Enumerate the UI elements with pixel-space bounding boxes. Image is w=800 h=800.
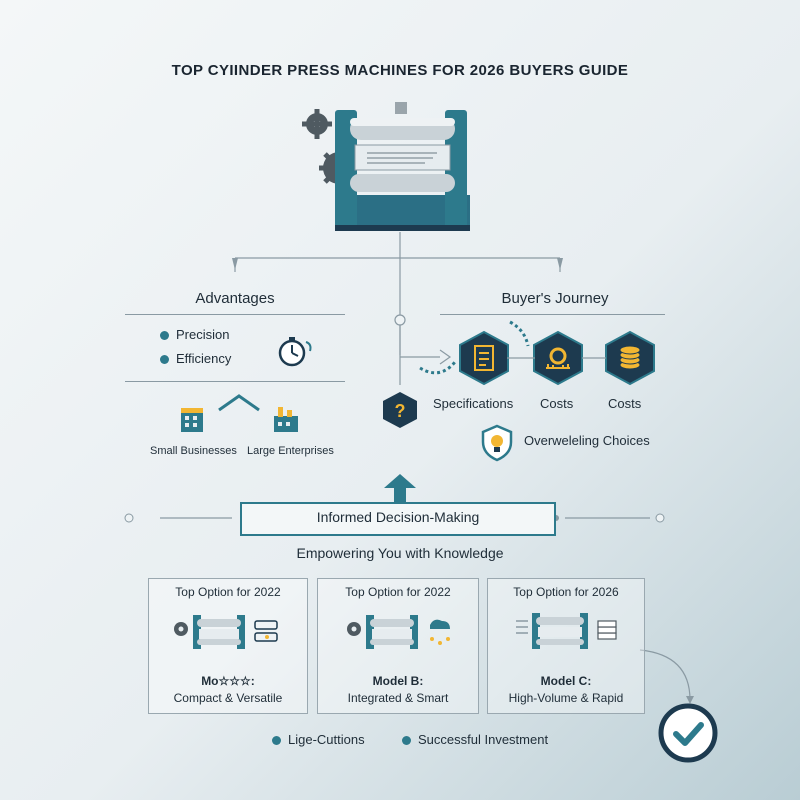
option-card: Top Option for 2022 Mo☆☆☆: Compact & Ver… (148, 578, 308, 714)
advantages-heading: Advantages (195, 290, 275, 307)
mini-press-icon (516, 613, 617, 649)
costs-coins-hexagon-icon (605, 330, 655, 386)
journey-heading: Buyer's Journey (501, 290, 609, 307)
card-description: Compact & Versatile (173, 691, 283, 705)
card-title: Top Option for 2026 (513, 585, 619, 599)
specifications-hexagon-icon (459, 330, 509, 386)
factory-icon (274, 407, 298, 432)
shield-bulb-icon (481, 424, 513, 462)
page-title: TOP CYIINDER PRESS MACHINES FOR 2026 BUY… (171, 62, 629, 79)
arrow-up-icon (384, 474, 416, 504)
option-card: Top Option for 2022 Model B: Integrated … (317, 578, 479, 714)
journey-step-connector (507, 357, 535, 359)
journey-divider (440, 314, 665, 315)
card-title: Top Option for 2022 (175, 585, 281, 599)
card-model: Model B: (372, 674, 424, 688)
warning-label: Overweleling Choices (524, 433, 650, 448)
cylinder-press-illustration (302, 102, 470, 231)
chevron-up-icon (218, 394, 260, 412)
option-card: Top Option for 2026 Model C: High-Volume… (487, 578, 645, 714)
building-icon (181, 408, 203, 432)
card-description: High-Volume & Rapid (508, 691, 624, 705)
check-circle-icon (658, 703, 718, 763)
journey-step-label: Specifications (433, 396, 514, 411)
advantage-item: Precision (160, 327, 229, 342)
svg-text:?: ? (395, 401, 406, 421)
question-hexagon-icon: ? (383, 392, 417, 428)
advantages-divider-top (125, 314, 345, 315)
card-description: Integrated & Smart (347, 691, 449, 705)
advantage-item: Efficiency (160, 351, 231, 366)
journey-step-label: Costs (608, 396, 642, 411)
decision-box: Informed Decision-Making (240, 502, 556, 536)
footer-item: Successful Investment (402, 732, 548, 747)
bullet-dot (160, 331, 169, 341)
journey-step-label: Costs (540, 396, 574, 411)
stopwatch-icon (278, 337, 312, 367)
journey-step-connector (582, 357, 606, 359)
card-title: Top Option for 2022 (345, 585, 451, 599)
bullet-dot (402, 736, 411, 746)
decision-tagline: Empowering You with Knowledge (296, 545, 504, 561)
segment-label: Large Enterprises (247, 445, 334, 457)
bullet-dot (160, 355, 169, 365)
costs-gear-hexagon-icon (533, 330, 583, 386)
card-model: Mo☆☆☆: (201, 674, 255, 688)
mini-press-icon (174, 615, 278, 649)
advantages-divider-bottom (125, 381, 345, 382)
mini-press-icon (347, 615, 450, 649)
segment-label: Small Businesses (150, 445, 237, 457)
card-model: Model C: (540, 674, 592, 688)
bullet-dot (272, 736, 281, 746)
footer-item: Lige-Cuttions (272, 732, 365, 747)
